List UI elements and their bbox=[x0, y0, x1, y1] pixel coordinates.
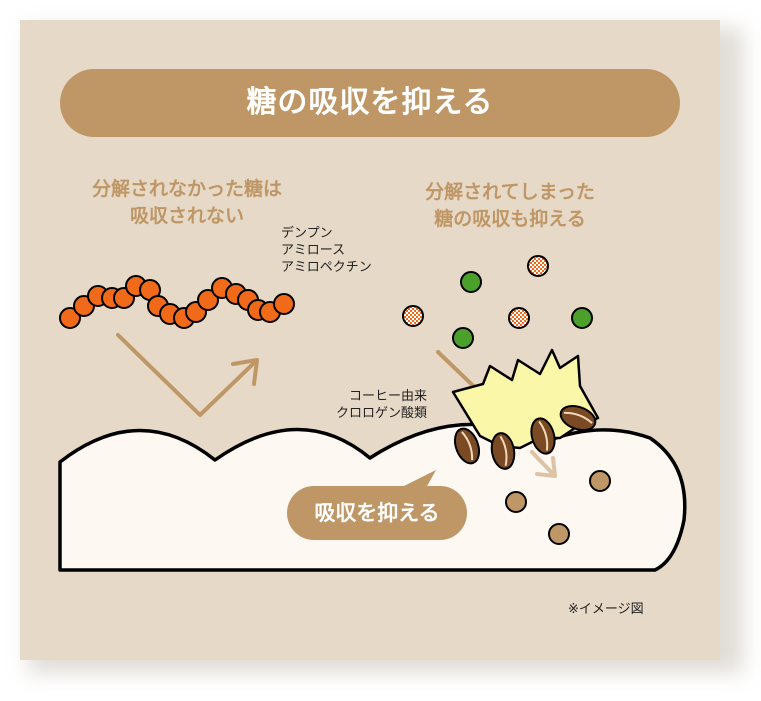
coffee-label-line-1: コーヒー由来 bbox=[349, 389, 428, 404]
coffee-label: コーヒー由来 クロロゲン酸類 bbox=[336, 388, 427, 422]
sugar-bead bbox=[273, 293, 295, 315]
sugar-type-amylopectin: アミロペクチン bbox=[281, 260, 372, 275]
page-title: 糖の吸収を抑える bbox=[60, 69, 680, 137]
sugar-type-starch: デンプン bbox=[281, 226, 333, 241]
sugar-bead bbox=[197, 289, 219, 311]
sugar-type-amylose: アミロース bbox=[281, 243, 346, 258]
image-note: ※イメージ図 bbox=[568, 602, 644, 617]
coffee-beans bbox=[453, 404, 597, 470]
absorbed-molecules bbox=[505, 470, 611, 545]
coffee-burst bbox=[451, 348, 600, 450]
sugar-types-label: デンプン アミロース アミロペクチン bbox=[281, 225, 372, 276]
blocked-arrow bbox=[530, 450, 557, 478]
right-caption: 分解されてしまった 糖の吸収も抑える bbox=[395, 179, 625, 233]
left-caption-line-2: 吸収されない bbox=[129, 205, 244, 227]
absorb-pointer bbox=[400, 470, 436, 488]
rejected-arrow bbox=[116, 333, 259, 417]
glucose-molecules bbox=[402, 255, 593, 349]
left-caption: 分解されなかった糖は 吸収されない bbox=[62, 176, 312, 230]
left-caption-line-1: 分解されなかった糖は bbox=[91, 178, 282, 200]
sugar-chain bbox=[59, 275, 295, 329]
right-caption-line-1: 分解されてしまった bbox=[425, 181, 595, 203]
coffee-label-line-2: クロロゲン酸類 bbox=[336, 406, 428, 421]
absorb-label: 吸収を抑える bbox=[287, 486, 467, 540]
sugar-bead bbox=[59, 307, 81, 329]
right-caption-line-2: 糖の吸収も抑える bbox=[434, 208, 586, 230]
